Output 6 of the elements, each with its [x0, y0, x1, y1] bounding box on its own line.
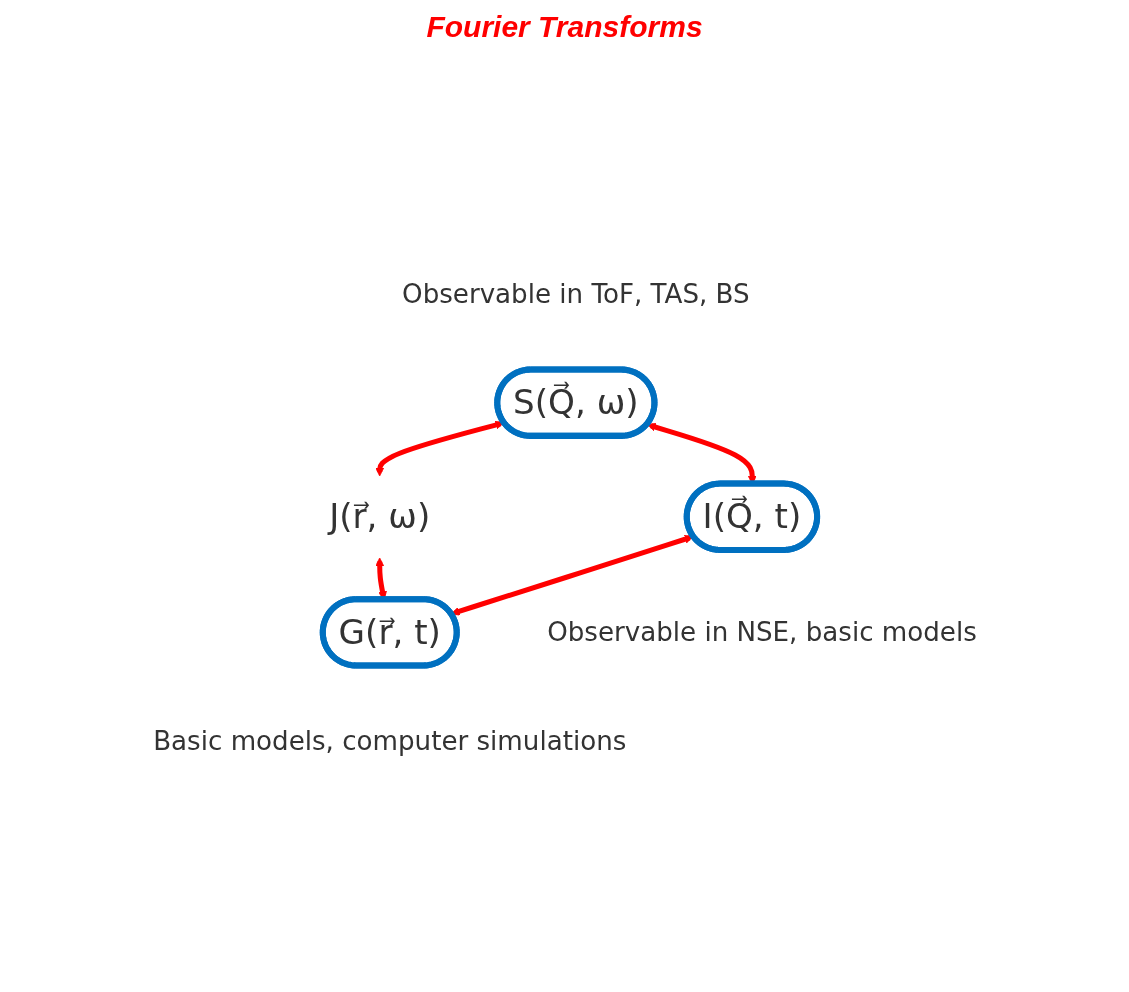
node-label: Basic models, computer simulations: [152, 725, 626, 757]
note-text: Fourier Transforms: [426, 10, 703, 44]
node-label: Observable in NSE, basic models: [546, 616, 977, 647]
node-label: Observable in ToF, TAS, BS: [401, 278, 750, 309]
node-text: J(r⃗, ω): [328, 495, 430, 537]
arrow: [374, 420, 504, 477]
